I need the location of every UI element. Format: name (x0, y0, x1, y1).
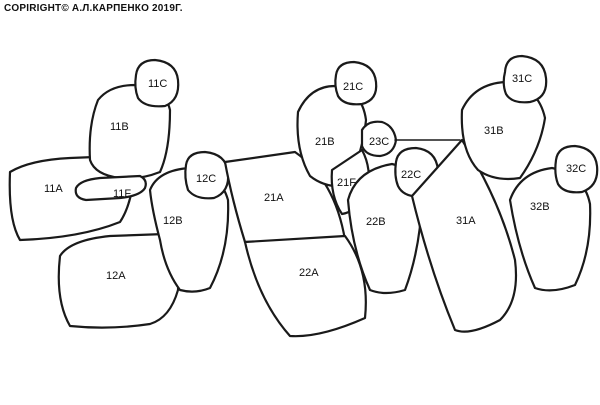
label-11C: 11C (148, 78, 167, 90)
label-21C: 21C (343, 81, 363, 93)
part-labels: 11C 11B 11A 11F 12C 12B 12A 21C 21B 23C … (44, 73, 586, 282)
part-32B (508, 166, 592, 292)
label-11A: 11A (44, 183, 63, 195)
copyright-text: COPIRIGHT© А.Л.КАРПЕНКО 2019Г. (4, 3, 183, 14)
label-11B: 11B (110, 121, 129, 133)
part-21C (334, 60, 378, 106)
part-32C (554, 144, 599, 194)
label-22C: 22C (401, 169, 421, 181)
label-21F: 21F (337, 177, 356, 189)
part-31A (410, 138, 518, 333)
label-32C: 32C (566, 163, 586, 175)
label-21A: 21A (264, 192, 284, 204)
part-12C (184, 150, 230, 200)
part-31C (502, 54, 548, 104)
label-32B: 32B (530, 201, 550, 213)
part-22A (243, 234, 367, 338)
label-22A: 22A (299, 267, 319, 279)
label-23C: 23C (369, 136, 389, 148)
label-31A: 31A (456, 215, 476, 227)
part-12A (57, 232, 180, 329)
label-12C: 12C (196, 173, 216, 185)
part-11C (134, 58, 180, 108)
seat-12 (57, 150, 230, 329)
part-11F (74, 174, 147, 202)
part-22B (346, 162, 424, 295)
seat-11 (8, 58, 180, 242)
label-31B: 31B (484, 125, 504, 137)
label-31C: 31C (512, 73, 532, 85)
label-21B: 21B (315, 136, 335, 148)
label-12B: 12B (163, 215, 183, 227)
label-22B: 22B (366, 216, 386, 228)
seat-31 (394, 54, 599, 333)
label-11F: 11F (113, 188, 131, 200)
part-31B (460, 80, 547, 181)
label-12A: 12A (106, 270, 126, 282)
seat-21 (223, 60, 440, 338)
